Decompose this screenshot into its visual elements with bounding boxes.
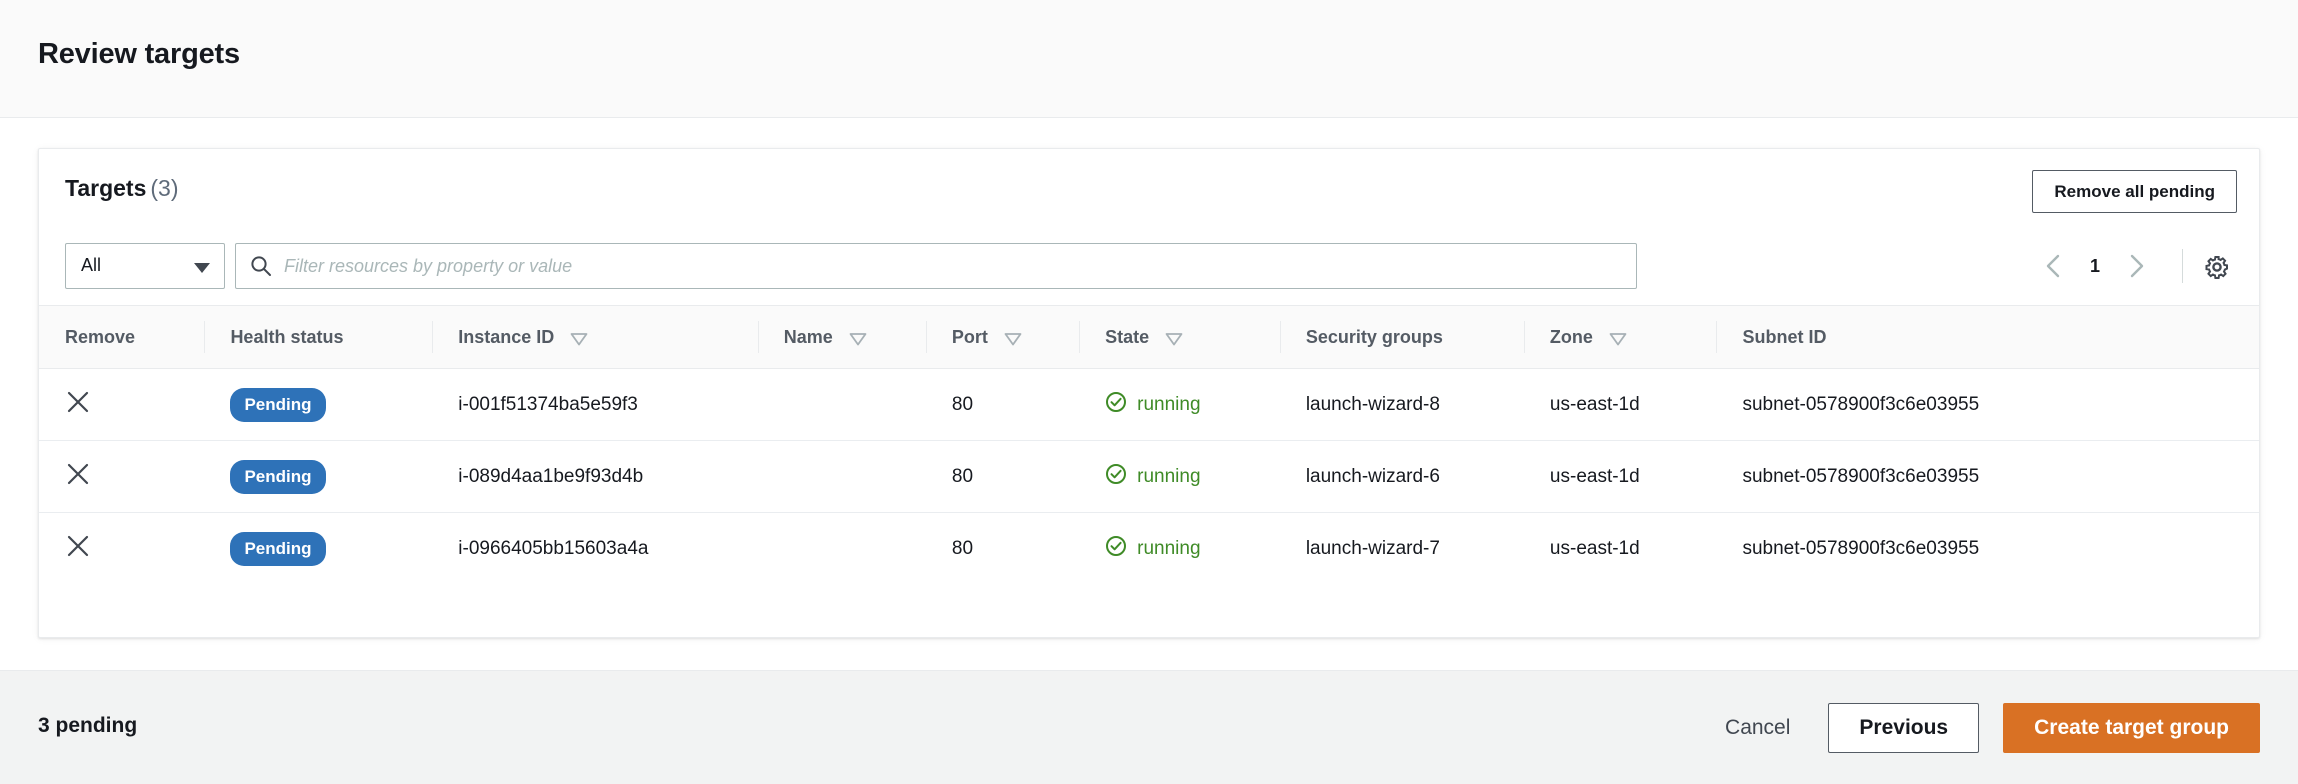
cell-subnet-id: subnet-0578900f3c6e03955 <box>1716 440 2259 513</box>
table-row: Pending i-0966405bb15603a4a 80 <box>39 513 2259 585</box>
cell-remove <box>39 440 205 513</box>
column-header-security-groups: Security groups <box>1280 306 1524 369</box>
column-label-name: Name <box>783 326 833 347</box>
column-label-zone: Zone <box>1549 326 1593 347</box>
sort-descending-icon[interactable] <box>1004 332 1022 345</box>
column-header-zone[interactable]: Zone <box>1524 306 1717 369</box>
targets-count: (3) <box>150 175 179 201</box>
targets-card: Targets(3) Remove all pending All <box>38 148 2260 638</box>
cell-remove <box>39 513 204 585</box>
table-header-row: Remove Health status Instance ID <box>39 305 2259 369</box>
cancel-button[interactable]: Cancel <box>1711 703 1804 753</box>
column-header-port[interactable]: Port <box>926 306 1079 369</box>
status-badge: Pending <box>230 459 326 494</box>
resource-type-select[interactable]: All <box>65 243 225 289</box>
column-header-instance-id[interactable]: Instance ID <box>432 306 757 369</box>
column-label-port: Port <box>951 326 988 347</box>
cell-subnet-id: subnet-0578900f3c6e03955 <box>1742 537 1980 559</box>
cell-port: 80 <box>925 440 1080 513</box>
gear-icon[interactable] <box>2197 247 2237 287</box>
column-label-state: State <box>1105 326 1150 347</box>
cell-port: 80 <box>951 537 974 559</box>
column-label-health-status: Health status <box>230 326 344 347</box>
page-title: Review targets <box>38 38 240 70</box>
search-icon <box>250 255 272 277</box>
remove-all-pending-button[interactable]: Remove all pending <box>2032 170 2237 213</box>
wizard-footer: 3 pending Cancel Previous Create target … <box>0 670 2298 784</box>
targets-heading-label: Targets <box>65 175 147 201</box>
check-circle-icon <box>1105 463 1127 491</box>
targets-table: Remove Health status Instance ID <box>39 305 2259 585</box>
table-row: Pending i-089d4aa1be9f93d4b 80 <box>39 440 2259 513</box>
state-label: running <box>1137 393 1201 415</box>
cell-remove <box>39 368 205 441</box>
check-circle-icon <box>1105 535 1127 563</box>
previous-button[interactable]: Previous <box>1828 703 1980 753</box>
chevron-down-icon <box>194 263 210 273</box>
cell-instance-id: i-0966405bb15603a4a <box>458 537 649 559</box>
cell-state: running <box>1079 440 1280 513</box>
cell-zone: us-east-1d <box>1549 537 1640 559</box>
close-x-icon[interactable] <box>65 533 91 559</box>
close-x-icon[interactable] <box>65 461 91 487</box>
filter-search-placeholder: Filter resources by property or value <box>284 256 573 276</box>
cell-instance-id: i-001f51374ba5e59f3 <box>432 368 758 441</box>
cell-name <box>757 440 926 513</box>
table-filter-bar: All Filter resources by property or valu… <box>39 229 2259 305</box>
cell-health-status: Pending <box>204 368 433 441</box>
table-pagination: 1 <box>2035 243 2155 289</box>
targets-card-header: Targets(3) Remove all pending <box>39 149 2259 229</box>
cell-port: 80 <box>925 368 1080 441</box>
cell-state: running <box>1079 513 1280 585</box>
resource-type-select-value: All <box>81 255 102 275</box>
column-label-subnet-id: Subnet ID <box>1742 326 1827 347</box>
state-label: running <box>1137 465 1201 487</box>
cell-health-status: Pending <box>204 440 433 513</box>
status-badge: Pending <box>230 387 326 422</box>
column-label-security-groups: Security groups <box>1305 326 1443 347</box>
filter-search-box[interactable]: Filter resources by property or value <box>235 243 1637 289</box>
check-circle-icon <box>1105 391 1127 419</box>
chevron-right-icon[interactable] <box>2117 247 2155 285</box>
column-header-health-status: Health status <box>204 306 432 369</box>
pending-summary: 3 pending <box>38 714 138 737</box>
targets-table-head: Remove Health status Instance ID <box>39 305 2259 369</box>
targets-heading: Targets(3) <box>65 175 179 202</box>
column-label-instance-id: Instance ID <box>458 326 555 347</box>
cell-security-groups: launch-wizard-7 <box>1305 537 1440 559</box>
sort-descending-icon[interactable] <box>1609 332 1627 345</box>
cell-name <box>758 513 926 585</box>
targets-table-body: Pending i-001f51374ba5e59f3 80 <box>39 368 2259 585</box>
column-header-subnet-id: Subnet ID <box>1716 306 2259 369</box>
chevron-left-icon[interactable] <box>2035 247 2073 285</box>
state-label: running <box>1137 537 1201 559</box>
column-header-state[interactable]: State <box>1079 306 1280 369</box>
footer-actions: Cancel Previous Create target group <box>1711 703 2260 753</box>
cell-security-groups: launch-wizard-8 <box>1279 368 1524 441</box>
cell-zone: us-east-1d <box>1523 368 1717 441</box>
cell-health-status: Pending <box>204 513 432 585</box>
sort-descending-icon[interactable] <box>570 332 588 345</box>
close-x-icon[interactable] <box>65 389 91 415</box>
sort-descending-icon[interactable] <box>1165 332 1183 345</box>
table-row: Pending i-001f51374ba5e59f3 80 <box>39 368 2259 441</box>
create-target-group-button[interactable]: Create target group <box>2003 703 2260 753</box>
status-badge: Pending <box>230 531 326 566</box>
page-body: Targets(3) Remove all pending All <box>0 119 2298 670</box>
column-header-name[interactable]: Name <box>758 306 926 369</box>
sort-descending-icon[interactable] <box>849 332 867 345</box>
cell-name <box>757 368 926 441</box>
pagination-divider <box>2182 249 2183 283</box>
cell-subnet-id: subnet-0578900f3c6e03955 <box>1716 368 2259 441</box>
column-header-remove: Remove <box>39 306 204 369</box>
cell-instance-id: i-089d4aa1be9f93d4b <box>432 440 758 513</box>
cell-security-groups: launch-wizard-6 <box>1279 440 1524 513</box>
cell-zone: us-east-1d <box>1523 440 1717 513</box>
pagination-page-1[interactable]: 1 <box>2089 255 2100 276</box>
cell-state: running <box>1079 368 1280 441</box>
page-header: Review targets <box>0 0 2298 118</box>
column-label-remove: Remove <box>65 326 136 347</box>
